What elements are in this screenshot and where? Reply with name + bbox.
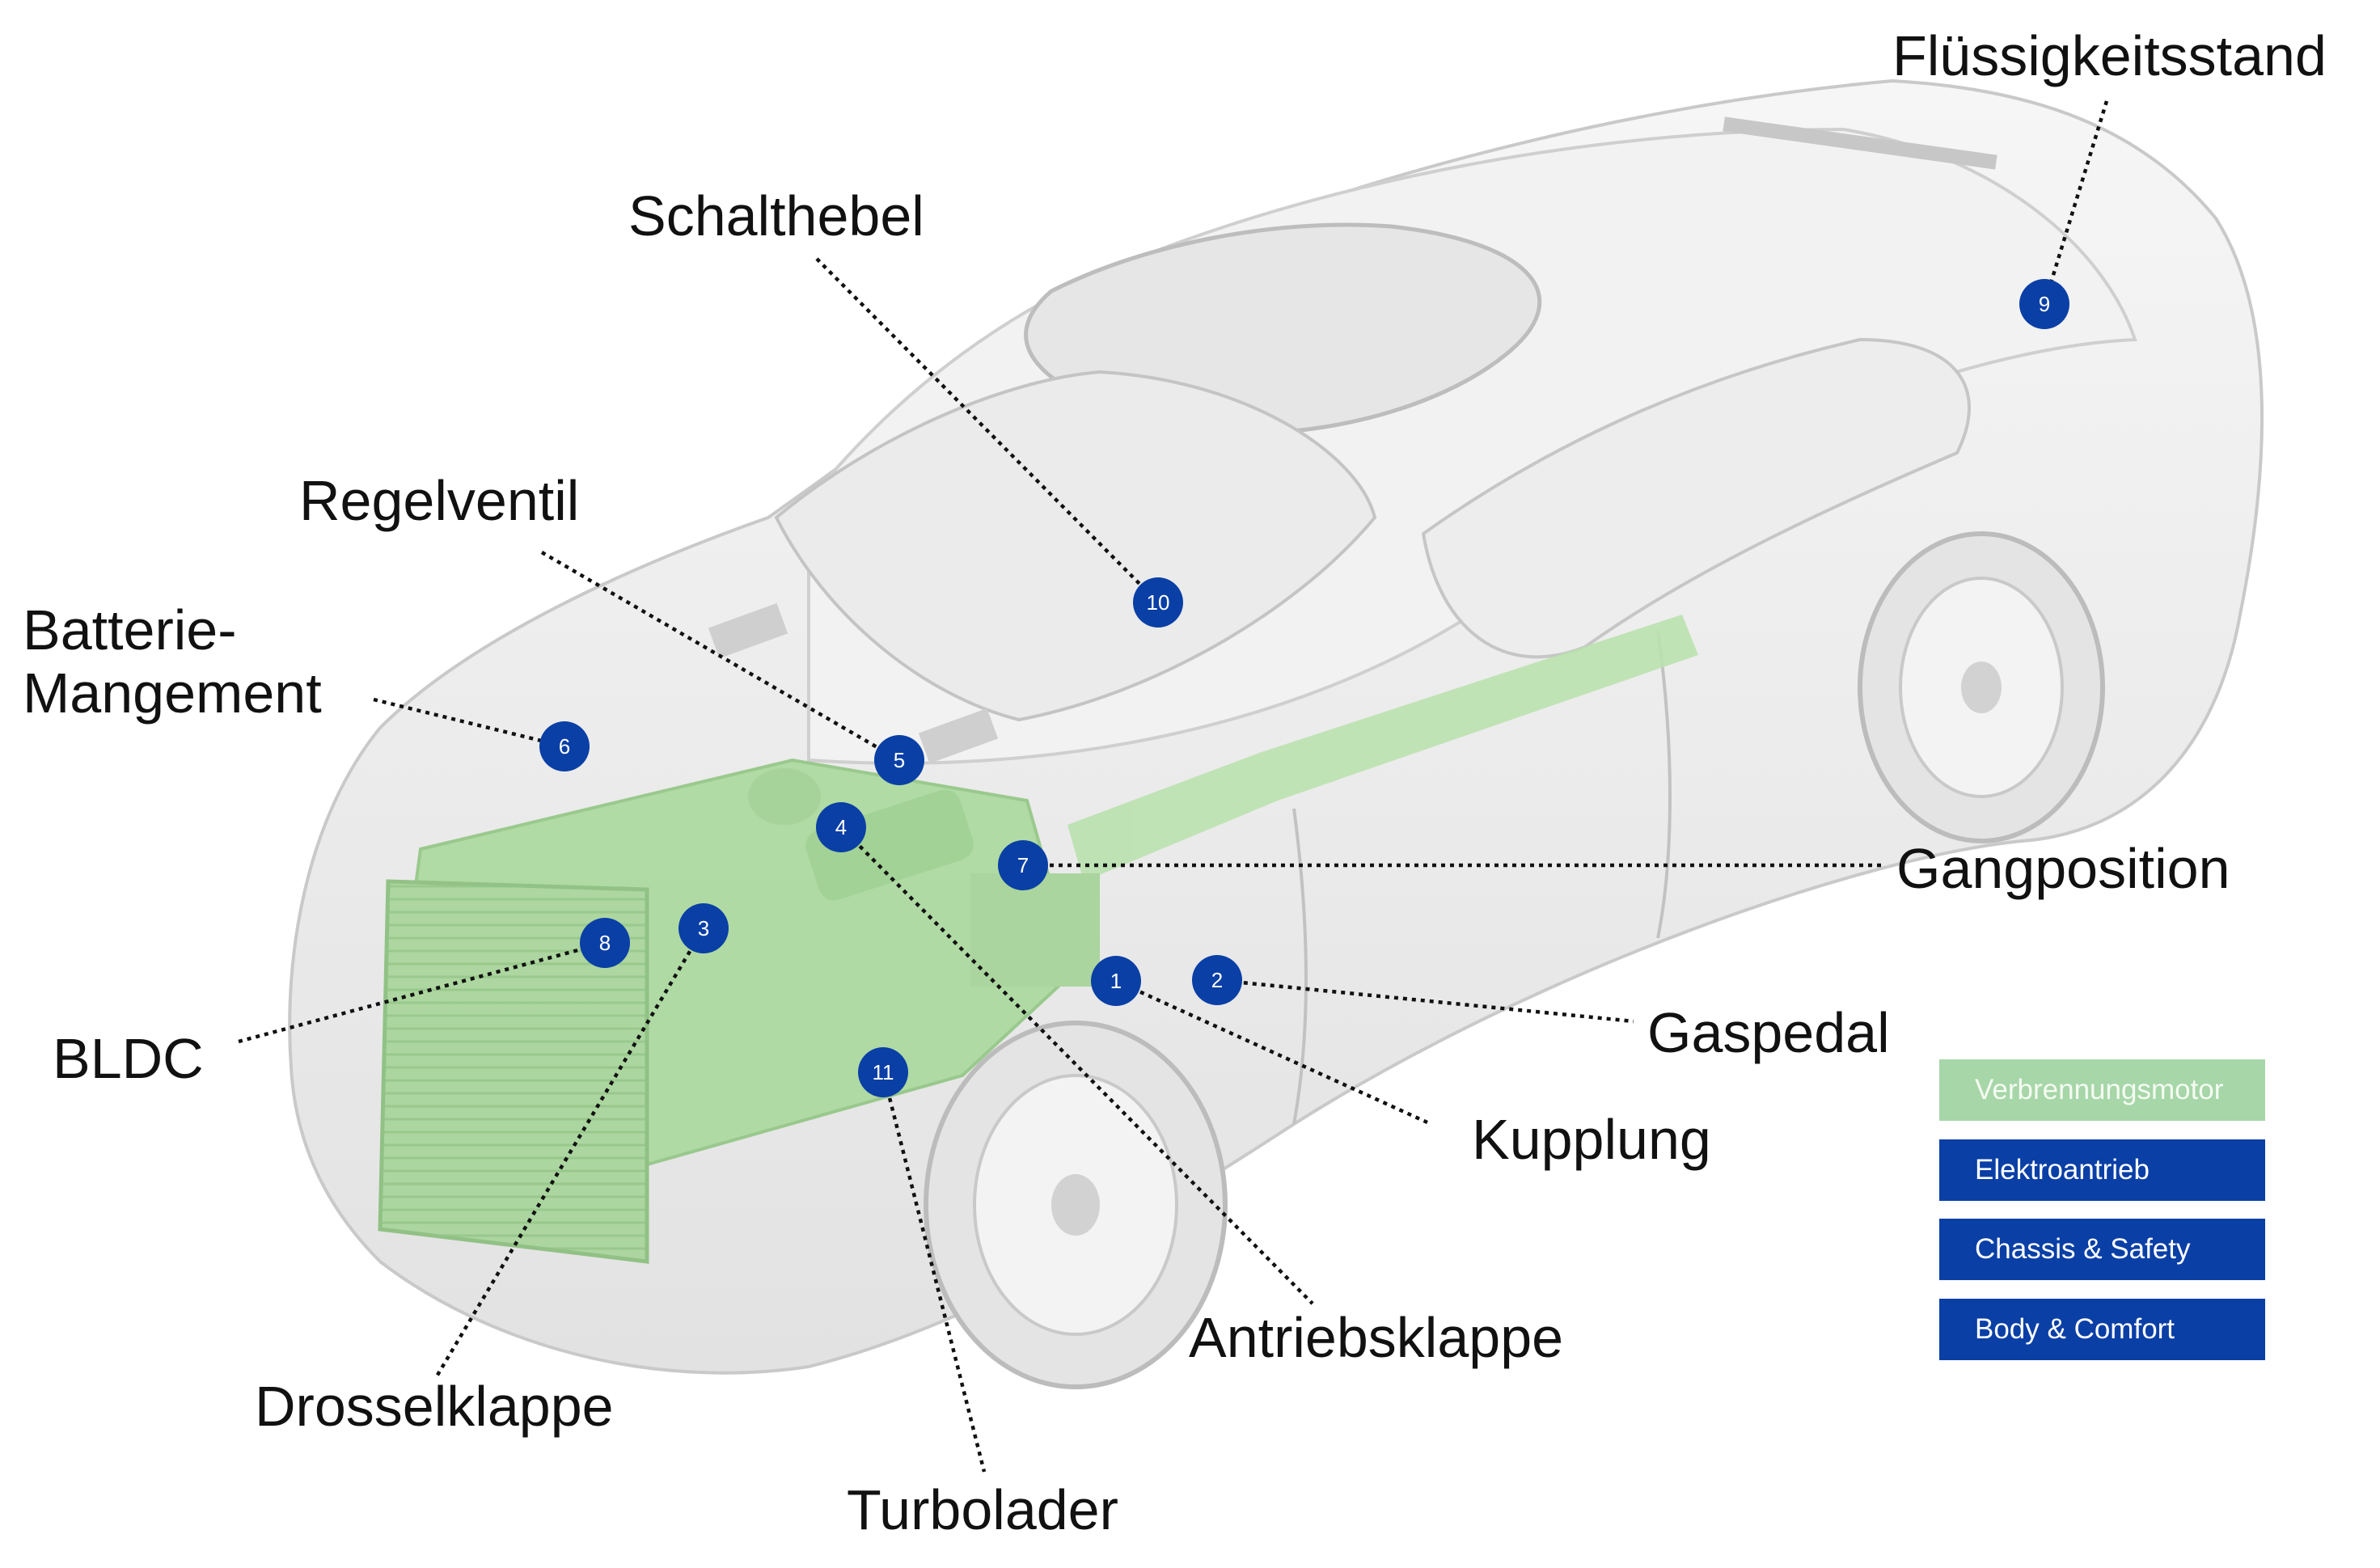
label-regelventil: Regelventil: [299, 469, 580, 532]
legend-body-comfort-button[interactable]: Body & Comfort: [1939, 1299, 2265, 1360]
marker-8[interactable]: 8: [580, 918, 630, 968]
svg-text:8: 8: [599, 931, 611, 955]
svg-text:2: 2: [1211, 968, 1223, 992]
legend-elektroantrieb-button[interactable]: Elektroantrieb: [1939, 1139, 2265, 1201]
leader-line-11: [881, 1071, 987, 1473]
marker-11[interactable]: 11: [858, 1047, 908, 1097]
svg-text:1: 1: [1110, 969, 1122, 993]
label-fluessigkeitsstand: Flüssigkeitsstand: [1892, 24, 2327, 87]
label-gangposition: Gangposition: [1896, 837, 2230, 900]
front-wheel: [924, 1021, 1228, 1389]
marker-3[interactable]: 3: [678, 903, 729, 953]
legend-verbrennungsmotor-button[interactable]: Verbrennungsmotor: [1939, 1059, 2265, 1121]
leader-line-8: [238, 940, 606, 1044]
label-gaspedal: Gaspedal: [1647, 1001, 1890, 1064]
label-antriebsklappe: Antriebsklappe: [1189, 1306, 1564, 1369]
marker-4[interactable]: 4: [816, 802, 866, 852]
marker-5[interactable]: 5: [874, 735, 924, 785]
leader-line-3: [435, 927, 705, 1378]
svg-text:6: 6: [559, 734, 570, 759]
powertrain-highlight: [378, 615, 1698, 1264]
rear-wheel: [1858, 531, 2105, 843]
leader-line-10: [815, 257, 1160, 604]
legend-chassis-safety-button[interactable]: Chassis & Safety: [1939, 1219, 2265, 1280]
svg-text:9: 9: [2039, 292, 2050, 316]
marker-10[interactable]: 10: [1133, 577, 1183, 628]
leader-line-2: [1216, 978, 1634, 1024]
svg-text:10: 10: [1147, 590, 1170, 615]
label-kupplung: Kupplung: [1472, 1108, 1711, 1171]
leader-line-1: [1115, 978, 1428, 1125]
markers: 9 10 5 6 4 7 8 3 1 2 11: [539, 279, 2069, 1097]
label-drosselklappe: Drosselklappe: [255, 1375, 614, 1438]
marker-9[interactable]: 9: [2019, 279, 2069, 329]
label-bldc: BLDC: [53, 1027, 204, 1090]
leader-line-5: [540, 551, 901, 762]
svg-text:7: 7: [1017, 853, 1029, 877]
leader-lines: [238, 100, 2109, 1473]
marker-7[interactable]: 7: [998, 840, 1048, 890]
leader-line-6: [373, 697, 565, 749]
label-batterie-management: Batterie- Mangement: [23, 598, 322, 725]
svg-text:4: 4: [835, 815, 847, 839]
marker-6[interactable]: 6: [539, 721, 590, 771]
marker-2[interactable]: 2: [1192, 955, 1242, 1005]
marker-1[interactable]: 1: [1091, 956, 1141, 1006]
svg-text:5: 5: [894, 748, 905, 772]
svg-text:3: 3: [698, 916, 709, 940]
label-turbolader: Turbolader: [847, 1478, 1118, 1541]
label-schalthebel: Schalthebel: [628, 184, 924, 247]
svg-text:11: 11: [873, 1060, 894, 1084]
